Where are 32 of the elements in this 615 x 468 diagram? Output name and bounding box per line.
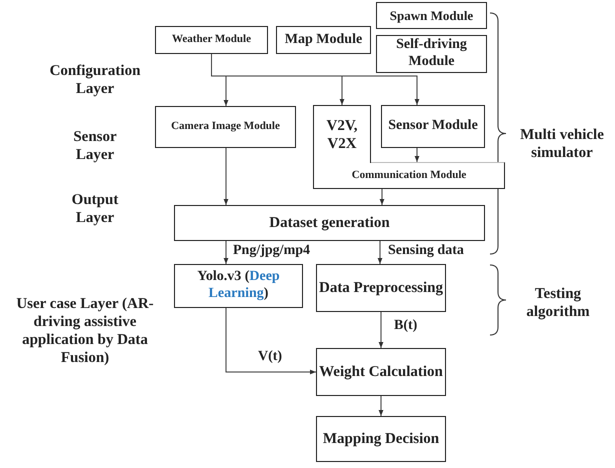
module-box: Self-driving Module — [376, 35, 487, 73]
brace-label: Testing algorithm — [525, 285, 591, 321]
edge-label: Png/jpg/mp4 — [232, 243, 312, 258]
arrow — [380, 188, 384, 206]
module-box: Spawn Module — [376, 2, 487, 29]
edge-label: Sensing data — [387, 243, 465, 258]
layer-label: User case Layer (AR-driving assistive application by Data Fusion) — [15, 295, 155, 367]
layer-label: Configuration Layer — [48, 62, 142, 98]
arrow — [414, 148, 420, 162]
arrow — [378, 312, 384, 348]
module-box: Camera Image Module — [155, 106, 296, 148]
arrow — [378, 396, 384, 416]
module-box: Yolo.v3 (Deep Learning) — [174, 264, 303, 308]
arrow — [378, 240, 382, 264]
arrow — [224, 148, 228, 206]
module-box: Sensor Module — [381, 105, 485, 148]
module-box: Dataset generation — [174, 205, 485, 241]
layer-label: Sensor Layer — [72, 128, 118, 164]
edge-label: B(t) — [393, 318, 418, 334]
module-box: V2V, V2X — [313, 105, 371, 163]
layer-label: Output Layer — [70, 191, 120, 227]
module-box: Communication Module — [313, 162, 505, 189]
module-box: Mapping Decision — [316, 416, 446, 462]
edge-label: V(t) — [257, 349, 284, 364]
arrow — [211, 54, 420, 106]
arrow — [224, 240, 228, 264]
module-box: Data Preprocessing — [316, 264, 446, 312]
arrow — [226, 308, 316, 374]
module-box: Map Module — [276, 26, 371, 54]
module-box: Weather Module — [155, 26, 268, 54]
module-box: Weight Calculation — [316, 348, 446, 396]
brace-label: Multi vehicle simulator — [519, 126, 605, 162]
